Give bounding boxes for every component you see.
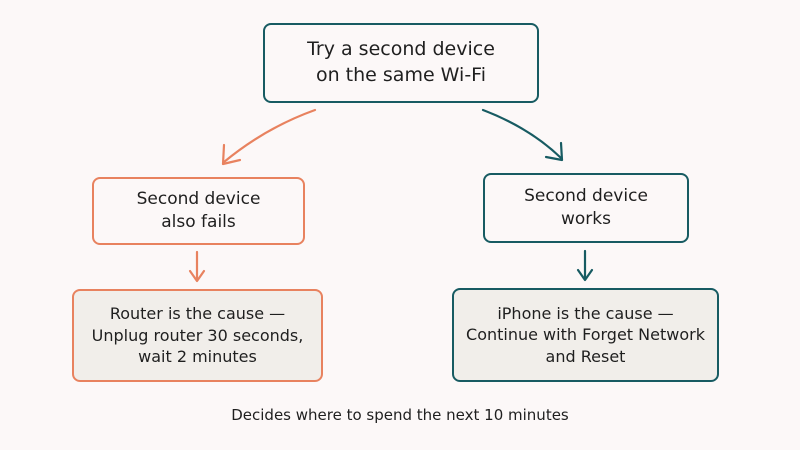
root-decision-node: Try a second device on the same Wi-Fi xyxy=(263,23,539,103)
router-node-line-3: wait 2 minutes xyxy=(138,347,257,367)
fails-node-line-2: also fails xyxy=(161,212,236,232)
iphone-node-line-1: iPhone is the cause — xyxy=(497,303,674,323)
router-node-line-2: Unplug router 30 seconds, xyxy=(91,325,304,345)
root-node-line-2: on the same Wi-Fi xyxy=(315,64,487,86)
arrow-root-to-left xyxy=(221,108,317,166)
arrow-root-to-right xyxy=(481,108,564,162)
router-cause-node: Router is the cause — Unplug router 30 s… xyxy=(72,289,323,382)
iphone-node-line-3: and Reset xyxy=(545,346,626,366)
root-node-line-1: Try a second device xyxy=(307,38,495,61)
arrow-left-to-leaf xyxy=(188,250,206,283)
iphone-node-line-2: Continue with Forget Network xyxy=(466,325,705,345)
works-node-line-1: Second device xyxy=(524,186,648,207)
arrow-right-to-leaf xyxy=(576,249,594,282)
outcome-works-node: Second device works xyxy=(483,173,689,243)
diagram-caption: Decides where to spend the next 10 minut… xyxy=(231,406,569,424)
fails-node-line-1: Second device xyxy=(136,189,261,210)
router-node-line-1: Router is the cause — xyxy=(109,304,286,324)
iphone-cause-node: iPhone is the cause — Continue with Forg… xyxy=(452,288,719,382)
works-node-line-2: works xyxy=(561,209,611,229)
outcome-fails-node: Second device also fails xyxy=(92,177,305,245)
